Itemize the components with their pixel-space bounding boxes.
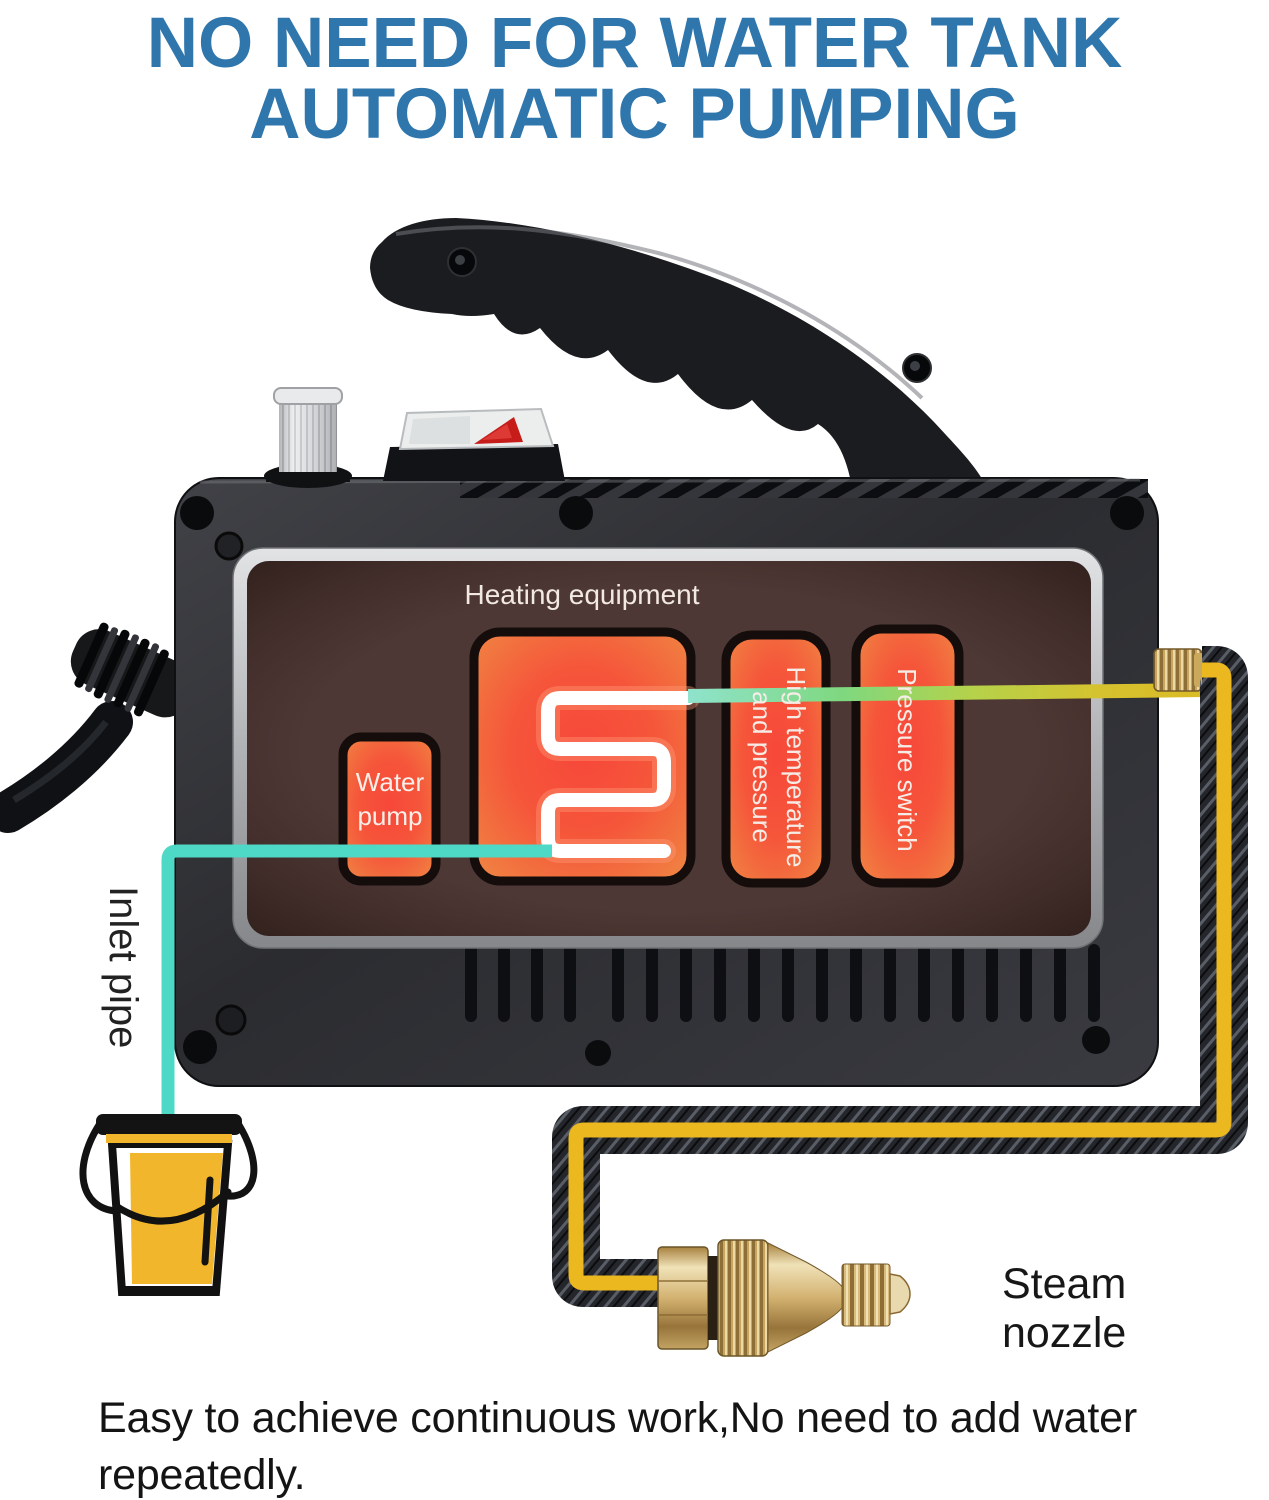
- steam-nozzle: [657, 1239, 911, 1357]
- pressure-switch-label: Pressure switch: [892, 668, 922, 852]
- bucket-rim: [96, 1114, 242, 1135]
- water-bucket: [79, 1114, 258, 1296]
- screw-hole-top-left: [180, 496, 214, 530]
- vent-slots: [465, 944, 1100, 1022]
- safety-valve: [264, 387, 352, 488]
- inlet-pipe-label: Inlet pipe: [101, 886, 145, 1049]
- inlet-water-line: [161, 844, 552, 1120]
- screw-bottom-mid: [585, 1040, 611, 1066]
- heating-coil: [536, 686, 700, 863]
- bottom-caption: Easy to achieve continuous work,No need …: [98, 1394, 1137, 1499]
- power-cord: [0, 622, 194, 833]
- heating-equipment-label: Heating equipment: [464, 579, 700, 610]
- water-pump-label: Water pump: [355, 767, 425, 831]
- high-temperature-label: High temperature and pressure: [747, 666, 811, 868]
- carry-handle: [370, 218, 988, 502]
- screw-bottom-left: [215, 1004, 247, 1036]
- steam-hose: [552, 646, 1248, 1307]
- steam-nozzle-label: Steam nozzle: [1002, 1260, 1127, 1357]
- page-title: NO NEED FOR WATER TANK AUTOMATIC PUMPING: [146, 4, 1123, 154]
- power-switch: [383, 407, 565, 481]
- outlet-fitting: [1153, 648, 1204, 692]
- screw-hole-top-mid: [559, 496, 593, 530]
- top-ribs: [460, 479, 1148, 498]
- hose-yellow-core: [568, 662, 1232, 1291]
- handle-highlight: [395, 225, 924, 400]
- steam-line: [687, 683, 1206, 703]
- screw-top-left: [214, 531, 244, 561]
- bucket-handle: [79, 1121, 120, 1215]
- screw-bottom-right: [1082, 1026, 1110, 1054]
- screw-hole-bottom-left: [183, 1030, 217, 1064]
- screw-hole-top-right: [1110, 496, 1144, 530]
